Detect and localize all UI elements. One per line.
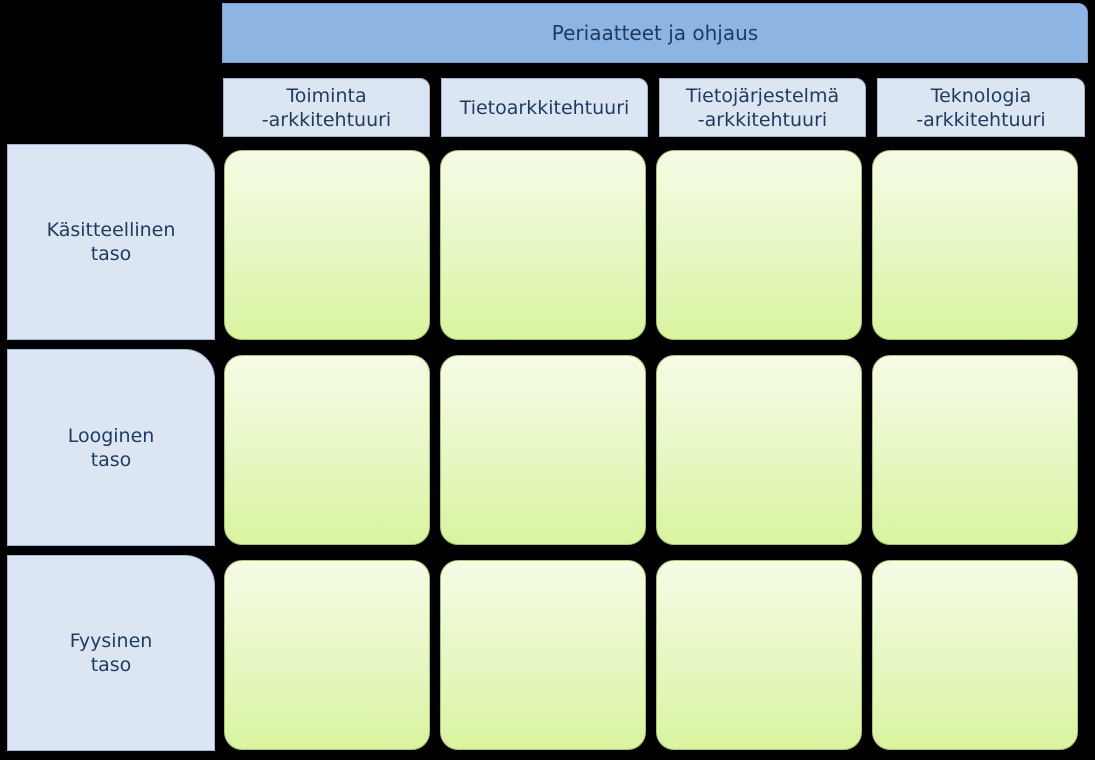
grid-cell-conceptual-information <box>440 150 646 340</box>
row-header-physical: Fyysinen taso <box>7 555 215 751</box>
column-header-technology: Teknologia -arkkitehtuuri <box>877 78 1085 137</box>
column-header-business-label: Toiminta -arkkitehtuuri <box>261 84 392 131</box>
principles-banner-label: Periaatteet ja ohjaus <box>551 21 759 45</box>
row-header-physical-label: Fyysinen taso <box>69 630 153 676</box>
row-header-logical-label: Looginen taso <box>67 424 155 471</box>
principles-banner: Periaatteet ja ohjaus <box>222 3 1088 63</box>
column-header-information: Tietoarkkitehtuuri <box>441 78 648 137</box>
grid-cell-logical-business <box>224 355 430 545</box>
column-header-technology-label: Teknologia -arkkitehtuuri <box>916 84 1046 131</box>
grid-cell-conceptual-systems <box>656 150 862 340</box>
grid-cell-logical-information <box>440 355 646 545</box>
grid-cell-physical-systems <box>656 560 862 750</box>
grid-cell-conceptual-technology <box>872 150 1078 340</box>
grid-cell-logical-technology <box>872 355 1078 545</box>
column-header-systems: Tietojärjestelmä -arkkitehtuuri <box>659 78 866 137</box>
grid-cell-conceptual-business <box>224 150 430 340</box>
grid-cell-physical-business <box>224 560 430 750</box>
row-header-logical: Looginen taso <box>7 349 215 546</box>
row-header-conceptual-label: Käsitteellinen taso <box>46 219 176 265</box>
column-header-business: Toiminta -arkkitehtuuri <box>223 78 430 137</box>
grid-cell-logical-systems <box>656 355 862 545</box>
row-header-conceptual: Käsitteellinen taso <box>7 144 215 340</box>
grid-cell-physical-technology <box>872 560 1078 750</box>
column-header-information-label: Tietoarkkitehtuuri <box>459 96 630 119</box>
grid-cell-physical-information <box>440 560 646 750</box>
column-header-systems-label: Tietojärjestelmä -arkkitehtuuri <box>685 84 840 131</box>
